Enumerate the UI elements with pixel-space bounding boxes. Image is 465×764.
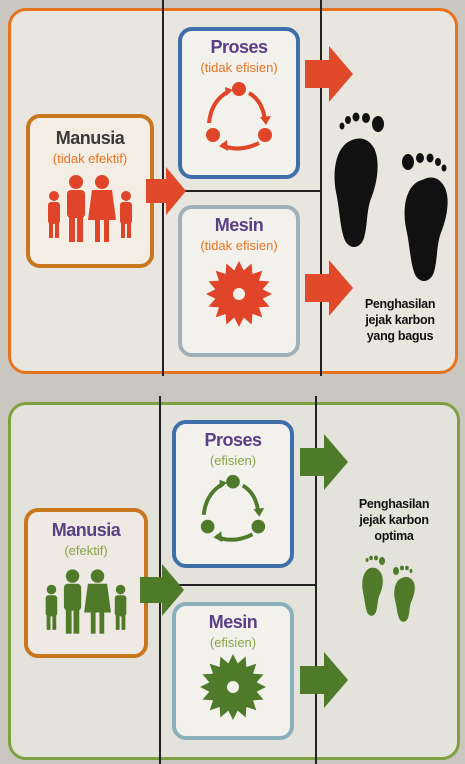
machine-title: Mesin xyxy=(214,215,264,235)
carbon-footprint-caption: Penghasilan jejak karbon yang bagus xyxy=(344,296,456,344)
human-subtitle: (tidak efektif) xyxy=(52,151,128,166)
caption-line: jejak karbon xyxy=(365,313,435,327)
divider-line xyxy=(150,584,315,586)
arrow-icon xyxy=(305,46,353,102)
process-subtitle: (tidak efisien) xyxy=(200,60,278,75)
human-subtitle: (efektif) xyxy=(64,543,108,558)
machine-box: Mesin (tidak efisien) xyxy=(178,205,300,357)
caption-line: jejak karbon xyxy=(359,513,429,527)
human-box: Manusia (efektif) xyxy=(24,508,148,658)
process-title: Proses xyxy=(204,430,262,450)
caption-line: Penghasilan xyxy=(364,297,436,311)
cycle-icon xyxy=(206,82,272,151)
human-box: Manusia (tidak efektif) xyxy=(26,114,154,268)
process-box: Proses (tidak efisien) xyxy=(178,27,300,179)
human-title: Manusia xyxy=(51,520,121,540)
arrow-icon xyxy=(305,260,353,316)
machine-subtitle: (efisien) xyxy=(209,635,257,650)
process-subtitle: (efisien) xyxy=(209,453,257,468)
human-title: Manusia xyxy=(55,128,125,148)
arrow-icon xyxy=(300,652,348,708)
caption-line: optima xyxy=(374,529,414,543)
machine-title: Mesin xyxy=(208,612,258,632)
divider-line xyxy=(320,0,322,376)
footprint-large-icon xyxy=(334,112,448,281)
family-icon xyxy=(45,569,127,634)
saw-blade-icon xyxy=(206,261,272,327)
saw-blade-icon xyxy=(200,654,266,720)
divider-line xyxy=(150,190,320,192)
divider-line xyxy=(315,396,317,764)
cycle-icon xyxy=(200,474,266,543)
process-title: Proses xyxy=(210,37,268,57)
footprint-small-icon xyxy=(362,555,415,622)
family-icon xyxy=(48,175,132,242)
arrow-icon xyxy=(140,564,184,616)
caption-line: Penghasilan xyxy=(358,497,430,511)
carbon-footprint-caption: Penghasilan jejak karbon optima xyxy=(334,496,454,544)
arrow-icon xyxy=(300,434,348,490)
machine-box: Mesin (efisien) xyxy=(172,602,294,740)
caption-line: yang bagus xyxy=(366,329,434,343)
arrow-icon xyxy=(146,167,186,215)
machine-subtitle: (tidak efisien) xyxy=(200,238,278,253)
process-box: Proses (efisien) xyxy=(172,420,294,568)
